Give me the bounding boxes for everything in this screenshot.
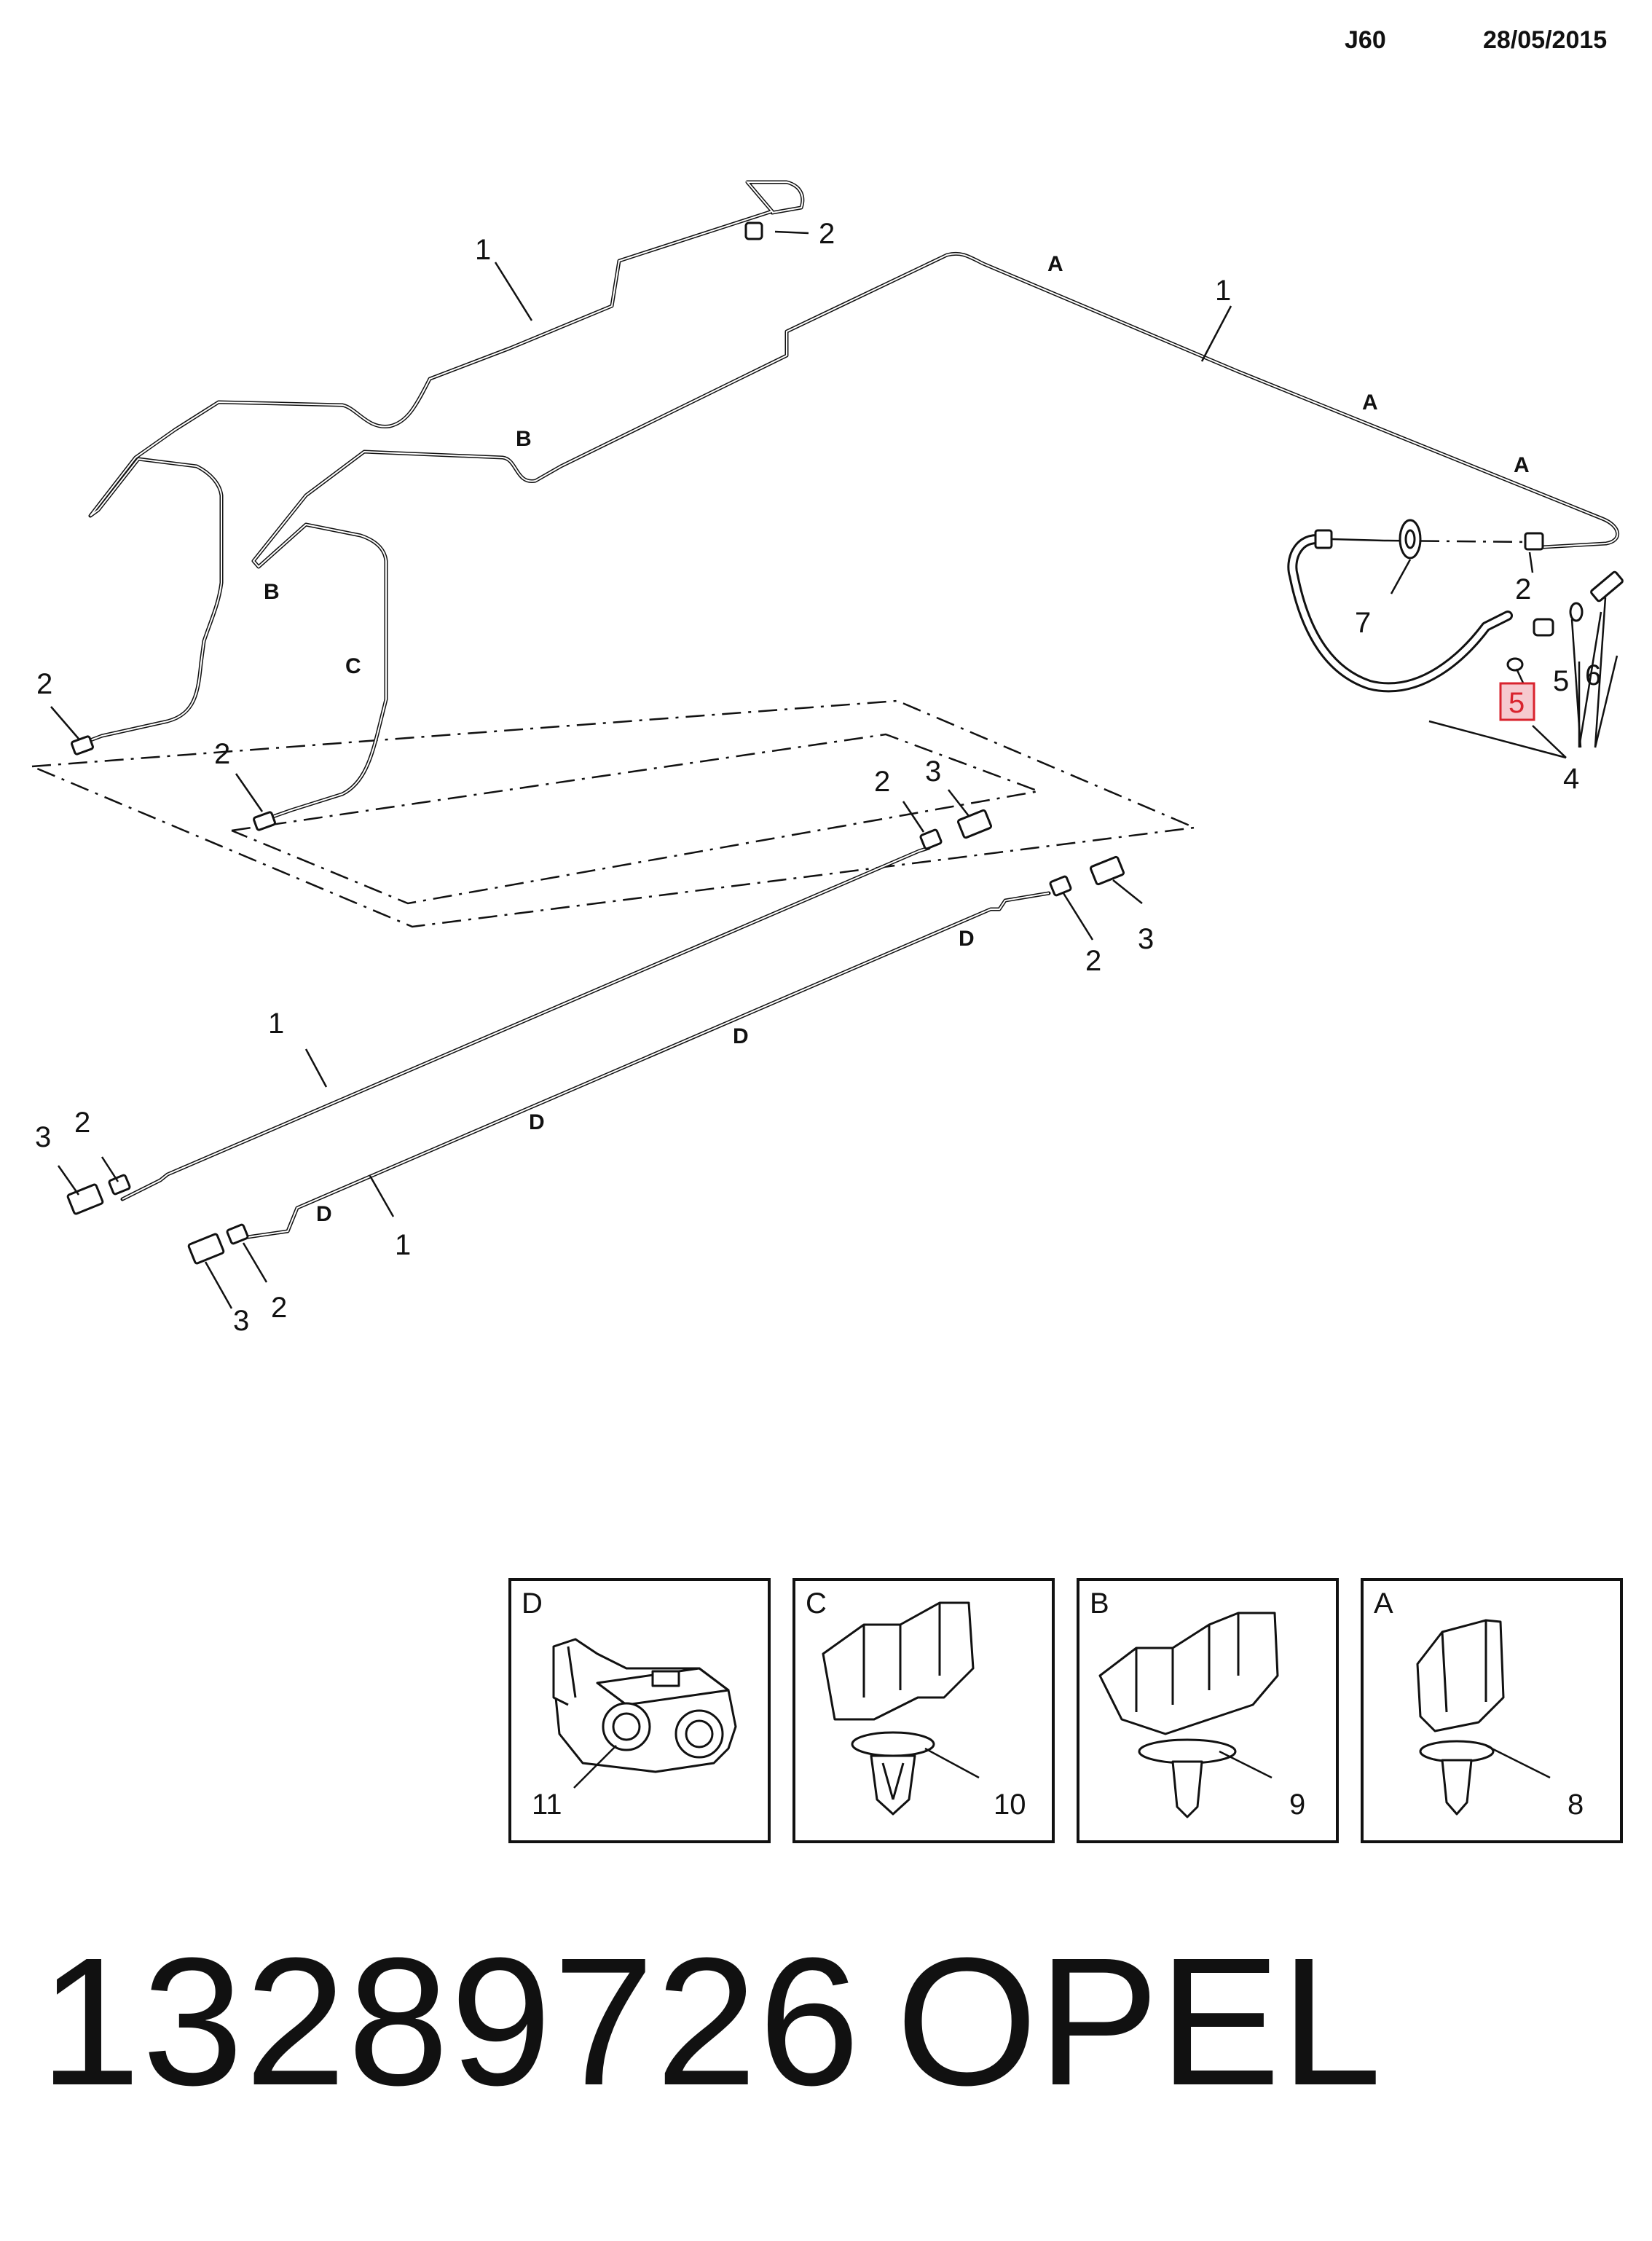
callout-2: 2 [819, 218, 835, 250]
route-letter-b: B [264, 580, 280, 604]
callout-2: 2 [1515, 573, 1531, 605]
brake-pipe-upper-left [76, 180, 805, 747]
clip-panel-number: 9 [1289, 1789, 1305, 1821]
callout-6: 6 [1585, 659, 1601, 691]
callout-3: 3 [35, 1121, 51, 1153]
route-letter-d: D [316, 1202, 332, 1226]
route-letter-c: C [345, 654, 361, 678]
fitting-union [66, 1183, 104, 1215]
hose-bracket [1506, 570, 1624, 672]
clip-panel-letter: A [1374, 1587, 1393, 1620]
clip-panel-letter: C [806, 1587, 827, 1620]
callout-3: 3 [233, 1305, 249, 1337]
fitting-nut [226, 1223, 249, 1245]
fitting-nut [744, 221, 763, 240]
callout-2: 2 [214, 738, 230, 770]
reference-outline-inner [231, 733, 1042, 905]
callout-2: 2 [1085, 945, 1101, 977]
route-letter-d: D [529, 1110, 545, 1134]
clip-panel-letter: B [1090, 1587, 1109, 1620]
callout-2: 2 [271, 1292, 287, 1324]
clip-panel-number: 8 [1568, 1789, 1584, 1821]
double-pipe-clip [552, 1638, 737, 1773]
brake-pipe-lower-1 [120, 846, 931, 1201]
route-letter-a: A [1514, 453, 1530, 477]
route-letter-a: A [1047, 252, 1063, 276]
brake-hose [1287, 529, 1530, 693]
callout-5-highlighted: 5 [1499, 682, 1535, 721]
callout-1: 1 [268, 1008, 284, 1040]
route-letter-b: B [516, 427, 532, 451]
fitting-nut [71, 735, 94, 755]
callout-2: 2 [36, 668, 52, 700]
single-pipe-clip [822, 1601, 975, 1816]
clip-panel-number: 10 [994, 1789, 1026, 1821]
fitting-nut [919, 828, 943, 850]
callout-1: 1 [1215, 275, 1231, 307]
fitting-union [1089, 855, 1125, 886]
clip-panel-a: A 8 [1361, 1578, 1623, 1843]
fitting-nut [253, 811, 276, 831]
clip-panel-b: B 9 [1077, 1578, 1339, 1843]
callout-7: 7 [1355, 607, 1371, 639]
fitting-union [187, 1233, 225, 1265]
fitting-nut [1049, 875, 1072, 897]
leader-lines [50, 230, 1618, 1309]
fitting-union [956, 809, 993, 839]
route-letter-d: D [959, 927, 975, 951]
route-letter-a: A [1362, 390, 1378, 415]
diagram-code: J60 [1345, 26, 1386, 54]
route-letter-d: D [733, 1024, 749, 1048]
callout-2: 2 [874, 766, 890, 798]
brake-pipe-main-run [251, 251, 1620, 823]
fitting-nut [108, 1174, 131, 1196]
fitting-nut [1524, 532, 1544, 551]
callout-1: 1 [395, 1229, 411, 1261]
callout-1: 1 [475, 234, 491, 266]
diagram-date: 28/05/2015 [1483, 26, 1608, 54]
callout-5-highlight-text: 5 [1509, 687, 1525, 719]
reference-outline-outer [31, 699, 1198, 928]
clip-panel-c: C 10 [792, 1578, 1055, 1843]
callout-3: 3 [925, 755, 941, 788]
brand-name: OPEL [896, 1920, 1382, 2123]
part-number: 13289726 [39, 1920, 862, 2123]
brake-pipe-lower-2 [245, 891, 1051, 1239]
single-pipe-clip-narrow [1416, 1619, 1505, 1816]
clip-panel-letter: D [522, 1587, 543, 1620]
clip-panel-d: D 11 [508, 1578, 771, 1843]
callout-4: 4 [1563, 763, 1579, 795]
callout-2: 2 [74, 1107, 90, 1139]
double-pipe-clip-with-fir-tree [1098, 1612, 1279, 1818]
callout-3: 3 [1138, 923, 1154, 955]
callout-5: 5 [1553, 665, 1569, 697]
grommet [1399, 519, 1422, 560]
clip-panel-number: 11 [532, 1789, 562, 1821]
